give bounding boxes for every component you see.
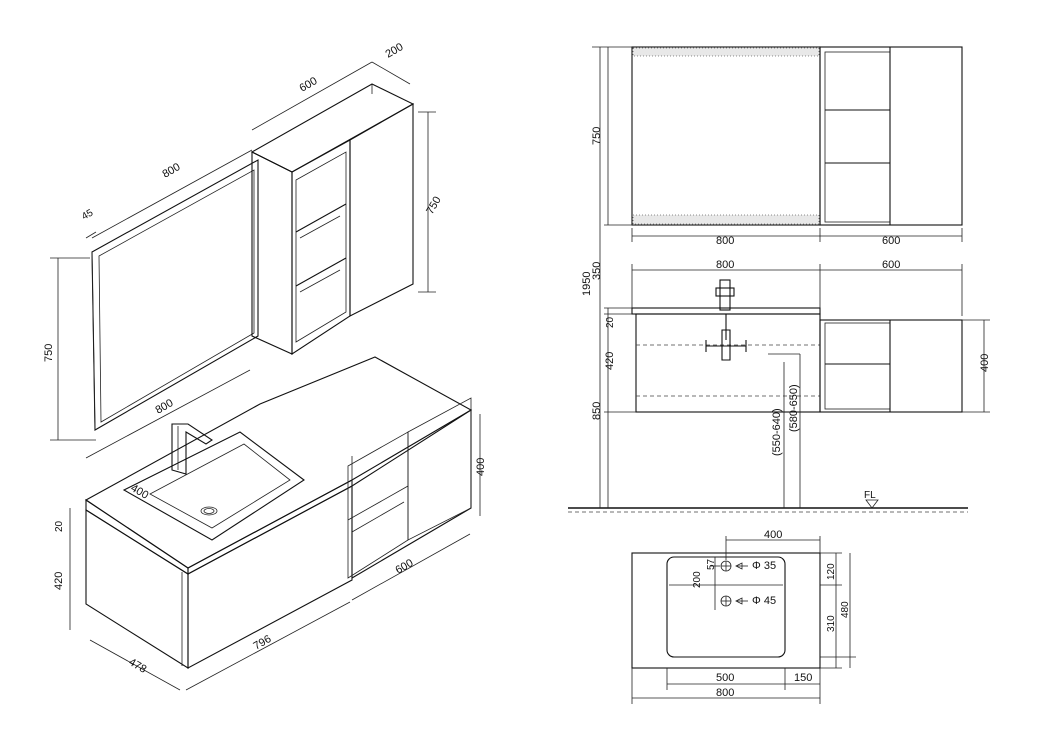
iso-label-750-left: 750 <box>43 344 55 362</box>
top-label-200: 200 <box>692 571 703 588</box>
front-dimensions <box>592 46 990 508</box>
isometric-view: 800 600 200 750 750 45 800 400 20 420 47… <box>43 41 487 691</box>
top-label-400: 400 <box>764 529 782 541</box>
front-label-600-side: 600 <box>882 259 900 271</box>
front-label-800-mirror: 800 <box>716 235 734 247</box>
front-label-600-cabinet: 600 <box>882 235 900 247</box>
front-view: 800 600 750 1950 350 800 600 20 420 850 … <box>568 46 991 513</box>
iso-label-600: 600 <box>298 75 320 95</box>
iso-label-400-side: 400 <box>475 458 487 476</box>
iso-vanity <box>84 356 473 669</box>
top-view: 400 57 200 Φ 35 Φ 45 120 310 480 500 150… <box>631 529 856 704</box>
front-label-800-vanity: 800 <box>716 259 734 271</box>
front-vanity <box>568 279 968 513</box>
iso-label-20: 20 <box>54 520 65 532</box>
iso-dimension-labels: 800 600 200 750 750 45 800 400 20 420 47… <box>43 41 487 676</box>
top-label-hole-35: Φ 35 <box>752 560 776 572</box>
front-label-fl: FL <box>864 490 876 501</box>
iso-label-45: 45 <box>80 207 96 222</box>
top-label-hole-45: Φ 45 <box>752 595 776 607</box>
top-label-800: 800 <box>716 687 734 699</box>
iso-label-600-side: 600 <box>394 557 416 577</box>
front-label-850: 850 <box>591 402 603 420</box>
front-label-1950: 1950 <box>581 272 593 296</box>
iso-label-400-basin: 400 <box>129 482 151 502</box>
iso-dimensions <box>50 61 481 691</box>
front-label-420: 420 <box>604 352 616 370</box>
front-mirror <box>631 46 963 226</box>
front-label-350: 350 <box>591 262 603 280</box>
iso-label-420: 420 <box>53 572 65 590</box>
iso-label-478: 478 <box>127 656 149 676</box>
iso-label-800-top: 800 <box>154 397 176 417</box>
front-label-20: 20 <box>605 316 616 328</box>
front-label-drain-1: (550-640) <box>771 408 783 456</box>
top-label-120: 120 <box>826 563 837 580</box>
iso-mirror-cabinet <box>250 83 415 356</box>
iso-label-750-right: 750 <box>424 195 444 217</box>
iso-label-796: 796 <box>252 633 274 653</box>
iso-label-200: 200 <box>384 41 406 61</box>
top-label-500: 500 <box>716 672 734 684</box>
front-dimension-labels: 800 600 750 1950 350 800 600 20 420 850 … <box>581 127 991 501</box>
front-label-drain-2: (580-650) <box>788 384 800 432</box>
iso-mirror <box>91 159 259 431</box>
top-label-150: 150 <box>794 672 812 684</box>
iso-label-800-mirror: 800 <box>161 161 183 181</box>
front-label-400-side: 400 <box>979 354 991 372</box>
top-label-480: 480 <box>840 601 851 618</box>
front-label-750: 750 <box>591 127 603 145</box>
top-label-57: 57 <box>706 558 717 570</box>
top-label-310: 310 <box>826 615 837 632</box>
top-dimension-labels: 400 57 200 Φ 35 Φ 45 120 310 480 500 150… <box>692 529 851 699</box>
